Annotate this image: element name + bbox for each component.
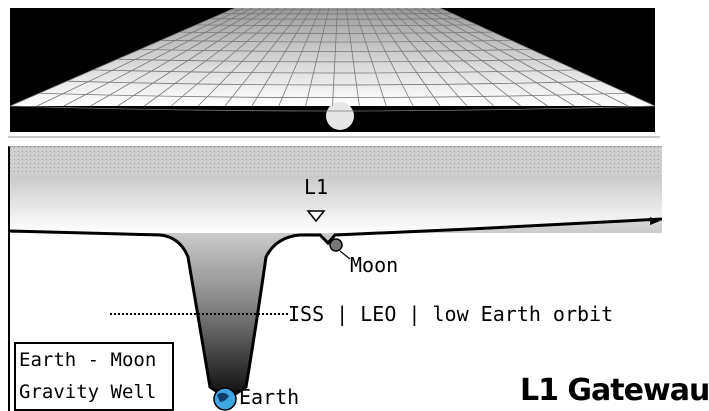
l1-label: L1 bbox=[304, 175, 328, 199]
iss-orbit-line bbox=[110, 313, 288, 315]
moon-pointer bbox=[340, 251, 350, 259]
panel-divider bbox=[8, 136, 660, 138]
moon-label: Moon bbox=[350, 253, 398, 277]
iss-label: ISS | LEO | low Earth orbit bbox=[288, 302, 613, 326]
moon-icon bbox=[330, 239, 342, 251]
earth-label: Earth bbox=[239, 385, 299, 409]
gateway-title: L1 Gatewau bbox=[520, 373, 709, 408]
caption-box: Earth - Moon Gravity Well bbox=[14, 342, 174, 411]
earth-dip bbox=[326, 102, 354, 130]
grid-surface bbox=[10, 8, 655, 106]
caption-line-1: Earth - Moon bbox=[19, 344, 172, 376]
gravity-grid-panel bbox=[10, 8, 655, 132]
gravity-grid-illustration bbox=[10, 8, 655, 132]
dotted-sky-band bbox=[10, 147, 662, 175]
gravity-well-panel: L1 Moon ISS | LEO | low Earth orbit Eart… bbox=[8, 146, 662, 411]
caption-line-2: Gravity Well bbox=[19, 376, 172, 408]
